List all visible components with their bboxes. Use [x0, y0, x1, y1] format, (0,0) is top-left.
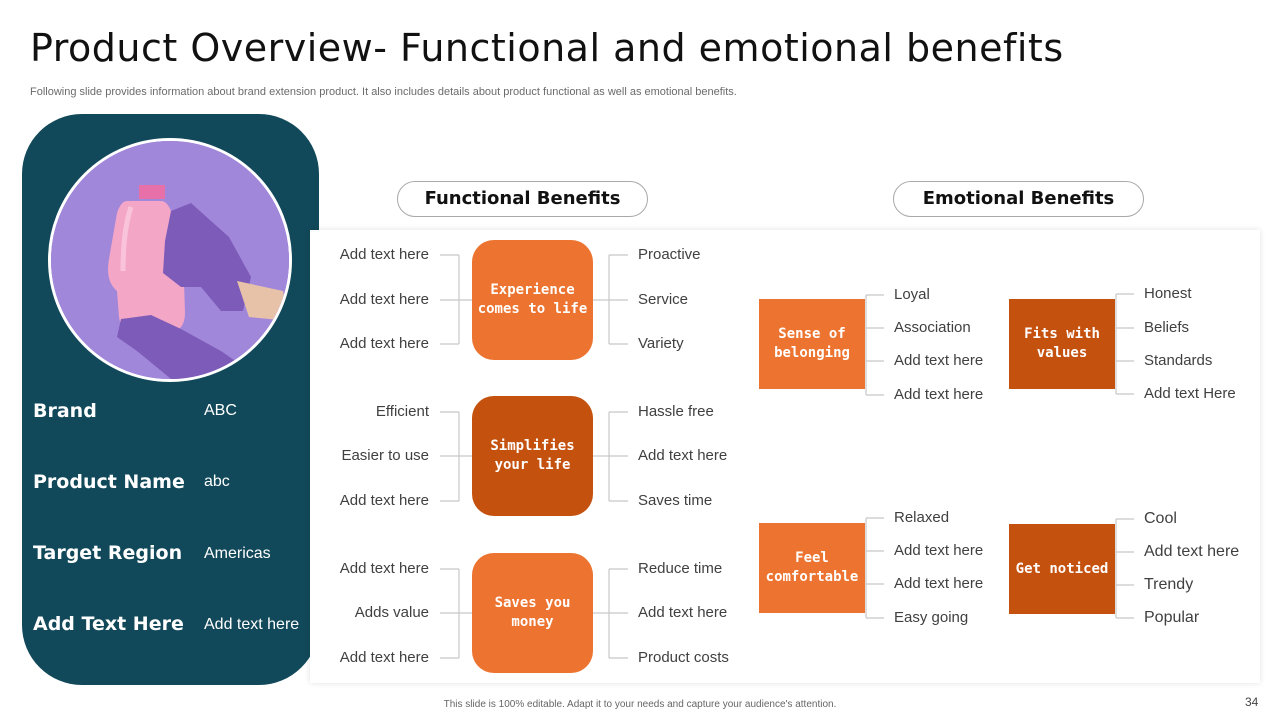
emotional-item: Add text Here [1144, 385, 1236, 402]
functional-right-item: Variety [638, 335, 684, 352]
functional-benefits-header: Functional Benefits [397, 181, 648, 217]
functional-left-item: Add text here [339, 649, 429, 666]
emotional-item: Association [894, 319, 971, 336]
brand-label: Brand [33, 400, 97, 422]
product-photo [48, 138, 292, 382]
functional-right-item: Service [638, 291, 689, 308]
extra-field-label: Add Text Here [33, 613, 184, 635]
emotional-item: Add text here [1144, 543, 1240, 560]
emotional-box-values: Fits with values [1009, 299, 1115, 389]
emotional-item: Standards [1144, 352, 1213, 369]
functional-left-item: Add text here [339, 291, 429, 308]
functional-box-experience: Experience comes to life [472, 240, 593, 360]
product-name-value: abc [204, 473, 230, 490]
product-name-label: Product Name [33, 471, 185, 493]
functional-right-item: Add text here [638, 447, 728, 464]
emotional-item: Trendy [1144, 576, 1194, 593]
emotional-benefits-header: Emotional Benefits [893, 181, 1144, 217]
functional-left-item: Add text here [339, 246, 429, 263]
emotional-box-comfortable: Feel comfortable [759, 523, 865, 613]
emotional-box-noticed: Get noticed [1009, 524, 1115, 614]
emotional-item: Easy going [894, 609, 969, 626]
target-region-label: Target Region [33, 542, 183, 564]
page-subtitle: Following slide provides information abo… [30, 86, 737, 98]
emotional-item: Add text here [894, 542, 984, 559]
functional-right-item: Saves time [638, 492, 713, 509]
page-number: 34 [1245, 695, 1259, 709]
emotional-item: Cool [1144, 510, 1177, 527]
functional-right-item: Product costs [638, 649, 729, 666]
emotional-item: Popular [1144, 609, 1200, 626]
target-region-value: Americas [204, 545, 271, 562]
functional-left-item: Add text here [339, 335, 429, 352]
emotional-item: Honest [1144, 285, 1192, 302]
emotional-item: Loyal [894, 286, 930, 303]
emotional-item: Relaxed [894, 509, 950, 526]
functional-left-item: Efficient [375, 403, 429, 420]
functional-right-item: Proactive [638, 246, 701, 263]
emotional-item: Add text here [894, 575, 984, 592]
functional-box-simplifies: Simplifies your life [472, 396, 593, 516]
footer-note: This slide is 100% editable. Adapt it to… [443, 699, 837, 710]
extra-field-value: Add text here [204, 616, 300, 633]
functional-right-item: Reduce time [638, 560, 723, 577]
functional-box-saves-money: Saves you money [472, 553, 593, 673]
functional-left-item: Easier to use [341, 447, 429, 464]
page-title: Product Overview- Functional and emotion… [30, 26, 1064, 70]
functional-left-item: Add text here [339, 492, 429, 509]
functional-right-item: Hassle free [638, 403, 714, 420]
emotional-item: Add text here [894, 386, 984, 403]
emotional-box-belonging: Sense of belonging [759, 299, 865, 389]
functional-right-item: Add text here [638, 604, 728, 621]
brand-value: ABC [204, 402, 237, 419]
functional-left-item: Add text here [339, 560, 429, 577]
emotional-item: Beliefs [1144, 319, 1190, 336]
functional-left-item: Adds value [354, 604, 429, 621]
emotional-item: Add text here [894, 352, 984, 369]
